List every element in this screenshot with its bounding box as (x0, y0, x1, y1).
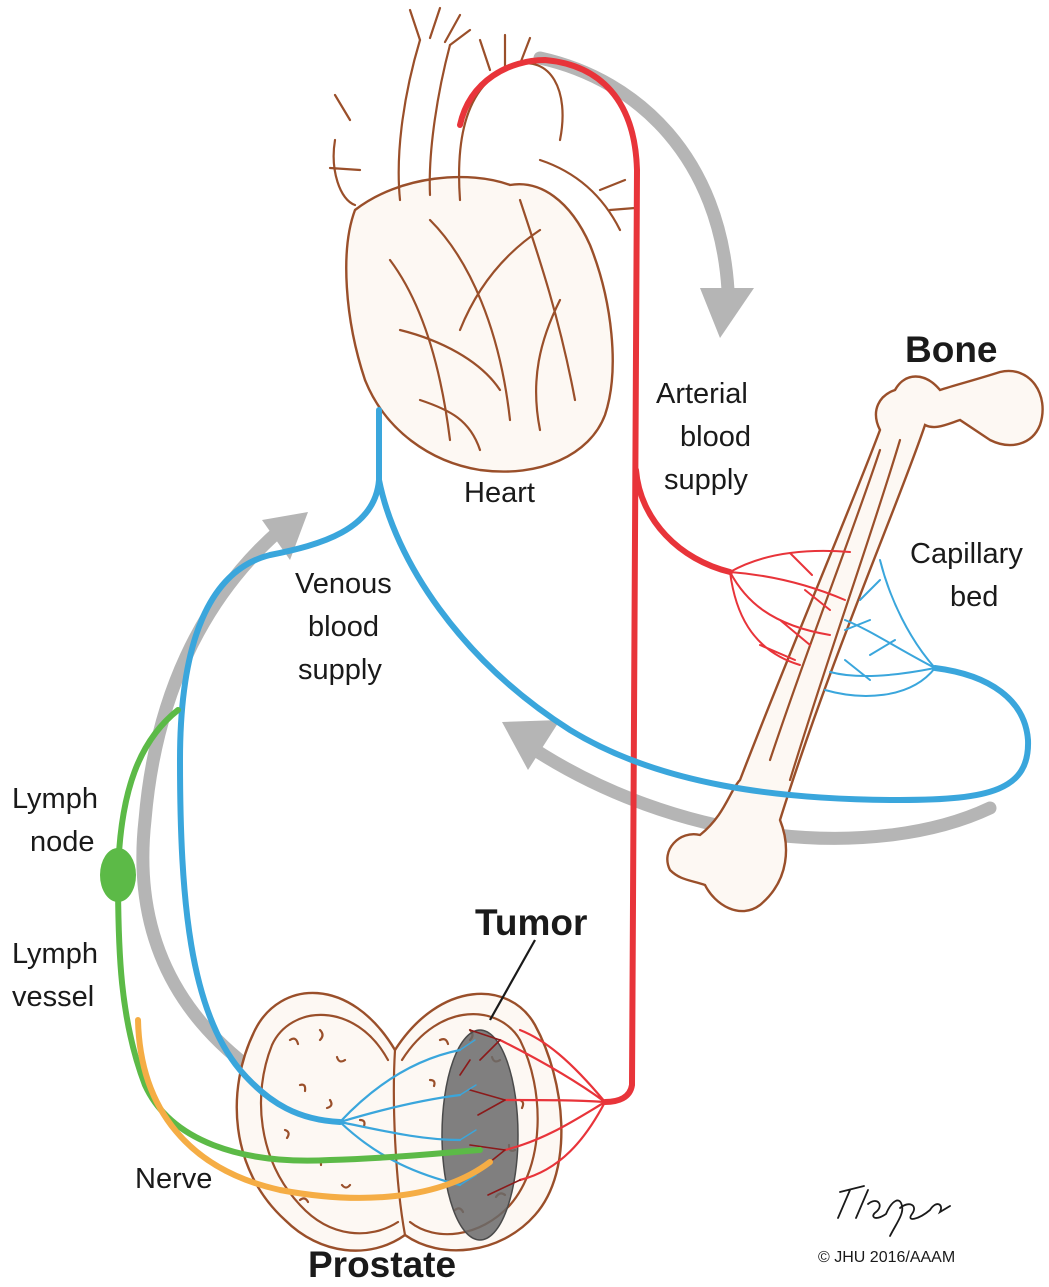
label-arterial-line-2: blood (680, 421, 751, 453)
label-heart: Heart (464, 477, 535, 509)
label-bone: Bone (905, 329, 998, 370)
heart-superior-vena-cava (399, 40, 450, 200)
lymph-node-shape (100, 848, 136, 902)
label-copyright: © JHU 2016/AAAM (818, 1249, 955, 1266)
heart-outline (346, 177, 612, 472)
label-venous-line-1: Venous (295, 568, 392, 600)
artist-signature-icon (838, 1186, 950, 1236)
label-tumor: Tumor (475, 902, 587, 943)
label-arterial-line-3: supply (664, 464, 748, 496)
label-venous-line-3: supply (298, 654, 382, 686)
label-capillary-line-1: Capillary (910, 538, 1023, 570)
label-lymph-node-line-2: node (30, 826, 95, 858)
label-lymph-vessel-line-1: Lymph (12, 938, 98, 970)
label-capillary-line-2: bed (950, 581, 998, 613)
label-lymph-node-line-1: Lymph (12, 783, 98, 815)
prostate-illustration (237, 940, 562, 1251)
heart-vessel-tops (410, 8, 530, 70)
label-prostate: Prostate (308, 1244, 456, 1282)
venous-return-from-bone (379, 480, 1028, 800)
label-arterial-line-1: Arterial (656, 378, 748, 410)
tumor-mass (442, 1030, 518, 1240)
label-lymph-vessel-line-2: vessel (12, 981, 94, 1013)
label-venous-line-2: blood (308, 611, 379, 643)
flow-arrow-arterial-head (700, 288, 754, 338)
label-nerve: Nerve (135, 1163, 212, 1195)
